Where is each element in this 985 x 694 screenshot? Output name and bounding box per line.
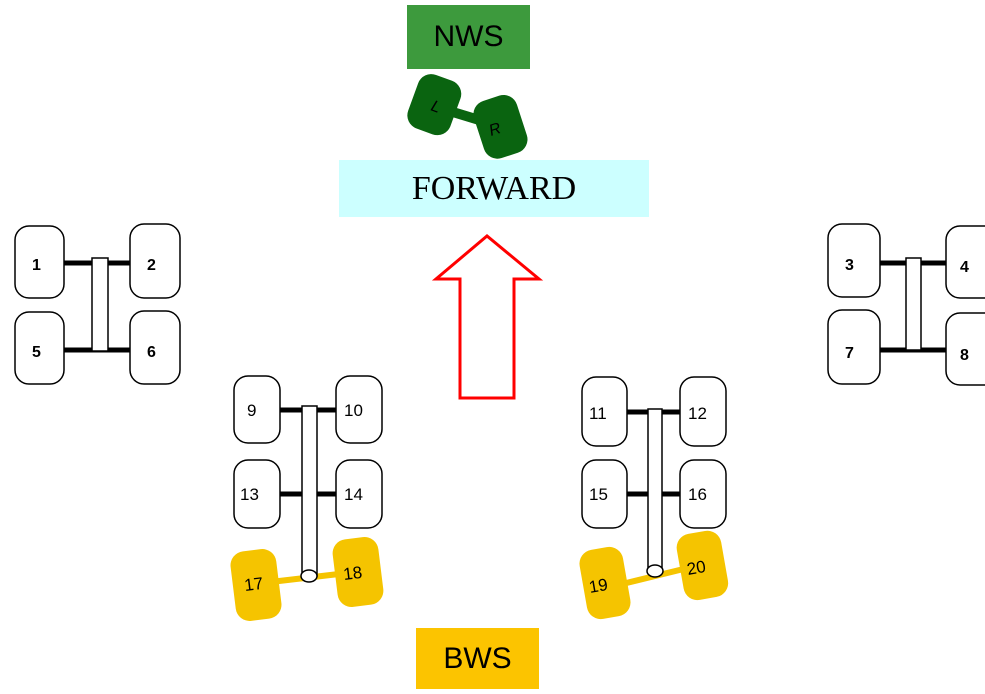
wheel-12-label: 12 bbox=[688, 404, 707, 423]
wheel-14 bbox=[335, 459, 383, 529]
wheel-11 bbox=[581, 376, 628, 447]
wheel-18-label: 18 bbox=[342, 563, 363, 584]
wheel-13 bbox=[233, 459, 281, 529]
right-wing-gear-post bbox=[905, 257, 922, 351]
bws-label: BWS bbox=[443, 641, 512, 675]
wheel-15 bbox=[581, 459, 628, 529]
right-body-gear-post bbox=[647, 408, 663, 574]
wheel-15-label: 15 bbox=[589, 485, 608, 504]
wheel-6 bbox=[129, 310, 181, 385]
wheel-12 bbox=[679, 376, 727, 447]
wheel-19 bbox=[579, 546, 631, 620]
wheel-17 bbox=[230, 549, 282, 621]
wheel-4 bbox=[945, 225, 985, 299]
forward-label-box: FORWARD bbox=[339, 160, 649, 217]
forward-arrow bbox=[431, 234, 544, 400]
wheel-7-label: 7 bbox=[845, 345, 854, 362]
wheel-8-label: 8 bbox=[960, 347, 969, 364]
wheel-5 bbox=[14, 311, 65, 385]
nws-label-box: NWS bbox=[407, 5, 530, 69]
nose-wheel-right-label: R bbox=[487, 120, 504, 140]
wheel-9-label: 9 bbox=[247, 401, 256, 420]
bws-label-box: BWS bbox=[416, 628, 539, 689]
wheel-3-label: 3 bbox=[845, 257, 854, 274]
left-body-gear: 9 10 13 14 17 18 bbox=[230, 375, 384, 621]
left-body-gear-post bbox=[301, 405, 318, 577]
forward-label: FORWARD bbox=[411, 169, 577, 207]
nose-gear: L R bbox=[407, 74, 528, 159]
wheel-4-label: 4 bbox=[960, 259, 969, 276]
wheel-8 bbox=[945, 312, 985, 386]
wheel-16 bbox=[679, 459, 727, 529]
wheel-7 bbox=[827, 309, 881, 385]
right-body-gear-pivot bbox=[646, 564, 664, 578]
wheel-1-label: 1 bbox=[32, 257, 41, 274]
wheel-9 bbox=[233, 375, 281, 444]
nose-wheel-right bbox=[473, 95, 528, 159]
right-wing-gear: 3 4 7 8 bbox=[827, 223, 985, 386]
wheel-20-label: 20 bbox=[685, 557, 707, 579]
wheel-14-label: 14 bbox=[344, 485, 363, 504]
nws-label: NWS bbox=[433, 20, 504, 53]
right-body-gear: 11 12 15 16 19 20 bbox=[579, 376, 729, 620]
wheel-10 bbox=[335, 375, 383, 444]
wheel-1 bbox=[14, 225, 65, 299]
wheel-17-label: 17 bbox=[243, 574, 264, 595]
wheel-3 bbox=[827, 223, 881, 298]
wheel-20 bbox=[676, 530, 729, 601]
wheel-16-label: 16 bbox=[688, 485, 707, 504]
wheel-10-label: 10 bbox=[344, 401, 363, 420]
left-wing-gear: 1 2 5 6 bbox=[14, 223, 181, 385]
wheel-19-label: 19 bbox=[587, 575, 609, 597]
wheel-6-label: 6 bbox=[147, 344, 156, 361]
wheel-2-label: 2 bbox=[147, 257, 156, 274]
wheel-18 bbox=[332, 537, 384, 607]
wheel-13-label: 13 bbox=[240, 485, 259, 504]
nose-wheel-left bbox=[407, 74, 462, 136]
wheel-5-label: 5 bbox=[32, 344, 41, 361]
left-wing-gear-post bbox=[91, 257, 109, 352]
wheel-11-label: 11 bbox=[589, 404, 607, 423]
wheel-2 bbox=[129, 223, 181, 299]
left-body-gear-pivot bbox=[300, 569, 318, 583]
